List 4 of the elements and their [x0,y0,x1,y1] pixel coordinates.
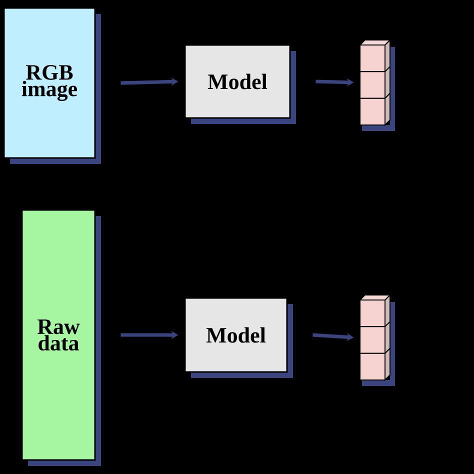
model-box: Model [184,297,293,378]
input-box: RGB image [3,7,101,164]
model-box: Model [184,44,296,124]
input-box: Raw data [21,209,101,466]
